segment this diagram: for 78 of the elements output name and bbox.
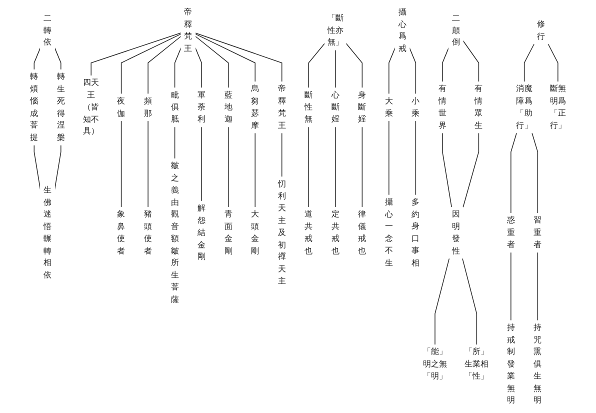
connector bbox=[308, 42, 326, 88]
node-text: 頻那 bbox=[144, 96, 152, 118]
connector bbox=[462, 40, 480, 82]
node-text: 生佛迷悟輾轉相依 bbox=[44, 185, 52, 280]
node-text: 夜伽 bbox=[117, 96, 126, 118]
connector bbox=[201, 126, 202, 202]
connector bbox=[254, 132, 256, 208]
node-text: 持咒熏俱生無明 bbox=[534, 323, 542, 406]
node-text: 大頭金剛 bbox=[251, 210, 260, 256]
node-text: 心斷婬 bbox=[332, 90, 340, 124]
connector bbox=[90, 32, 182, 76]
connector bbox=[195, 32, 282, 82]
connector bbox=[434, 258, 450, 346]
node-text: 習重者 bbox=[534, 216, 542, 250]
node-text: 有情眾生 bbox=[474, 84, 484, 130]
connector bbox=[335, 126, 336, 208]
connector bbox=[174, 126, 176, 160]
connector bbox=[462, 258, 478, 346]
node-text: 藍地迦 bbox=[224, 90, 233, 124]
node-text: 消魔障爲「助行」 bbox=[516, 84, 533, 130]
node-text: 二顛倒 bbox=[452, 14, 460, 48]
connector bbox=[121, 120, 122, 208]
node-text: 持戒制發業無明 bbox=[507, 323, 516, 406]
node-text: 定共戒也 bbox=[332, 210, 340, 256]
node-text: 小乘 bbox=[412, 96, 420, 118]
node-text: 斷性無 bbox=[304, 90, 313, 124]
node-text: 象鼻使者 bbox=[117, 210, 126, 256]
node-text: 帝釋梵王 bbox=[278, 84, 286, 130]
node-text: 惑重者 bbox=[507, 216, 516, 250]
node-text: 「能」明之無「明」 bbox=[423, 347, 448, 381]
connector bbox=[34, 47, 41, 70]
connector bbox=[148, 36, 182, 94]
node-text: 修行 bbox=[537, 20, 546, 42]
node-text: 多約身口事相 bbox=[412, 198, 420, 268]
connector bbox=[548, 44, 559, 82]
connector bbox=[388, 120, 390, 196]
connector bbox=[228, 126, 229, 208]
connector bbox=[148, 120, 149, 208]
node-text: 有情世界 bbox=[438, 84, 447, 130]
connector bbox=[442, 47, 450, 82]
node-text: 轉生死得涅槃 bbox=[57, 72, 66, 142]
connector bbox=[54, 47, 62, 70]
node-text: 軍荼利 bbox=[198, 90, 206, 124]
connector bbox=[532, 132, 538, 214]
connector bbox=[308, 126, 310, 208]
connector bbox=[510, 252, 512, 321]
node-text: 解怨結金剛 bbox=[198, 204, 206, 262]
node-text: 「所」生業相「性」 bbox=[464, 347, 490, 381]
connector bbox=[388, 47, 396, 94]
connector bbox=[362, 126, 363, 208]
node-text: 二轉依 bbox=[44, 14, 52, 48]
node-text: 烏芻瑟摩 bbox=[251, 84, 260, 130]
node-text: 大乘 bbox=[385, 96, 394, 118]
node-text: 因明發性 bbox=[452, 210, 460, 256]
node-text: 四天王（皆知不具） bbox=[83, 78, 100, 136]
node-text: 青面金剛 bbox=[224, 210, 233, 256]
connector bbox=[174, 47, 182, 88]
node-text: 斷無明爲「正行」 bbox=[550, 84, 566, 130]
connector bbox=[121, 34, 182, 94]
connector bbox=[335, 50, 336, 88]
connector bbox=[462, 132, 480, 208]
node-text: 攝心爲戒 bbox=[398, 7, 407, 54]
connector bbox=[510, 132, 518, 214]
node-text: 攝心一念不生 bbox=[385, 198, 394, 268]
node-text: 忉利天主及初禪天主 bbox=[278, 179, 286, 286]
node-text: 豬頭使者 bbox=[144, 210, 152, 256]
connector bbox=[195, 36, 229, 88]
node-text: 「斷性亦無」 bbox=[328, 14, 344, 48]
connector bbox=[524, 44, 535, 82]
node-text: 律儀戒也 bbox=[358, 210, 366, 256]
connector bbox=[195, 34, 256, 82]
connector bbox=[442, 132, 452, 208]
connector bbox=[346, 42, 363, 88]
node-text: 毗俱胝 bbox=[171, 90, 180, 124]
node-text: 轉煩惱成菩提 bbox=[30, 72, 38, 142]
node-text: 皺之義由觀音額皺所生菩薩 bbox=[171, 161, 180, 304]
node-text: 身斷婬 bbox=[358, 90, 366, 124]
node-text: 道共戒也 bbox=[304, 210, 313, 256]
